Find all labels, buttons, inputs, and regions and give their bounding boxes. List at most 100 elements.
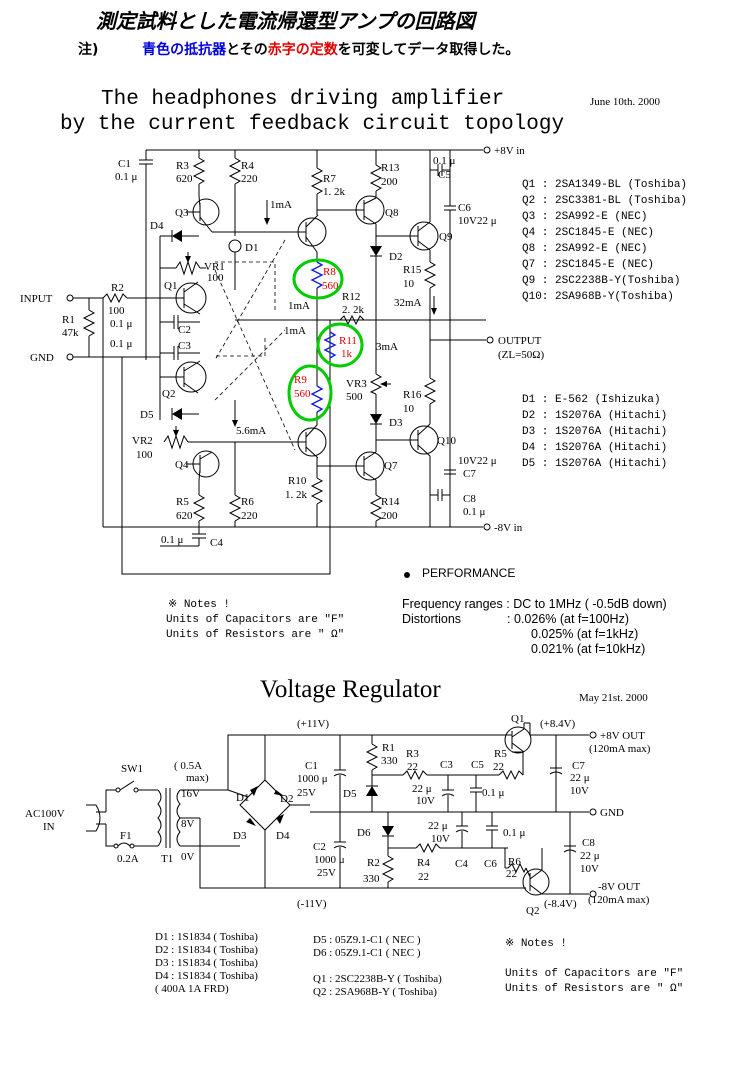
rail-pos-label: +8V in [494, 145, 525, 157]
lbl-d5: D5 [140, 409, 154, 421]
note-text-2: とその [226, 42, 268, 58]
transistor-list-item-7: Q10: 2SA968B-Y(Toshiba) [522, 291, 674, 303]
gnd-terminal[interactable] [66, 353, 74, 361]
lbl-tap16: 16V [181, 788, 200, 800]
lbl-r16v: 10 [403, 403, 415, 415]
lbl-i1: 1mA [270, 199, 292, 211]
lbl-reg-c2v1: 1000 μ [314, 854, 345, 866]
lbl-r5: R5 [176, 496, 189, 508]
amp-notes-res: Units of Resistors are " Ω" [166, 629, 345, 641]
input-terminal[interactable] [66, 294, 74, 302]
reg-schematic [86, 722, 597, 898]
output-terminal[interactable] [486, 336, 494, 344]
amp-c8 [430, 489, 450, 501]
amp-q9 [376, 150, 439, 251]
lbl-c2v: 0.1 μ [110, 318, 133, 330]
lbl-c4v: 0.1 μ [161, 534, 184, 546]
lbl-reg-c4: C4 [455, 858, 468, 870]
lbl-reg-r4: R4 [417, 857, 430, 869]
lbl-c1: C1 [118, 158, 131, 170]
output-z-label: (ZL=50Ω) [498, 349, 544, 361]
amp-r12 [339, 314, 365, 326]
amp-current-paths [214, 239, 296, 451]
lbl-c1v: 0.1 μ [115, 171, 138, 183]
lbl-q2: Q2 [162, 388, 175, 400]
lbl-minus11: (-11V) [297, 898, 327, 910]
lbl-c7: C7 [463, 468, 476, 480]
amp-r1 [82, 298, 96, 357]
lbl-reg-r2v: 330 [363, 873, 380, 885]
reg-parts-left-item-2: D3 : 1S1834 ( Toshiba) [155, 957, 258, 969]
lbl-r4: R4 [241, 160, 254, 172]
lbl-reg-r6: R6 [508, 856, 521, 868]
amp-c3 [160, 346, 200, 360]
lbl-reg-d6: D6 [357, 827, 371, 839]
lbl-c8v: 0.1 μ [463, 506, 486, 518]
r11-highlight [316, 322, 364, 368]
amp-q8 [355, 195, 385, 225]
reg-parts-left-item-3: D4 : 1S1834 ( Toshiba) [155, 970, 258, 982]
amp-vr3 [369, 373, 391, 395]
lbl-r2v: 100 [108, 305, 125, 317]
amp-r15 [423, 250, 437, 378]
gnd-label: GND [30, 352, 54, 364]
lbl-r6: R6 [241, 496, 254, 508]
lbl-c7v: 10V22 μ [458, 455, 497, 467]
transistor-list-item-5: Q7 : 2SC1845-E (NEC) [522, 259, 655, 271]
lbl-tap0: 0V [181, 851, 195, 863]
lbl-r13: R13 [381, 162, 400, 174]
reg-q1: Q1 : 2SC2238B-Y ( Toshiba) [313, 973, 442, 985]
lbl-reg-r5: R5 [494, 748, 507, 760]
reg-notes-cap: Units of Capacitors are "F" [505, 968, 684, 980]
lbl-reg-c7: C7 [572, 760, 585, 772]
amp-c1 [139, 150, 153, 360]
lbl-f1: F1 [120, 830, 132, 842]
reg-notes-res: Units of Resistors are " Ω" [505, 983, 684, 995]
lbl-r10: R10 [288, 475, 307, 487]
r9-highlight [287, 364, 333, 422]
sw1-icon[interactable] [119, 780, 135, 791]
dist-1khz: 0.025% (at f=1kHz) [531, 627, 639, 641]
diode-list-item-3: D4 : 1S2076A (Hitachi) [522, 442, 668, 454]
lbl-t1: T1 [161, 853, 173, 865]
reg-date: May 21st. 2000 [579, 692, 648, 704]
lbl-r5v: 620 [176, 510, 193, 522]
lbl-r12: R12 [342, 291, 360, 303]
amp-r6 [228, 442, 242, 527]
lbl-reg-c4v2: 10V [431, 833, 450, 845]
lbl-i4: 5.6mA [236, 425, 266, 437]
lbl-reg-r6v: 22 [506, 868, 517, 880]
lbl-reg-q1: Q1 [511, 713, 524, 725]
lbl-c4: C4 [210, 537, 223, 549]
lbl-r9v: 560 [294, 388, 311, 400]
rail-neg-label: -8V in [494, 522, 523, 534]
amp-q7 [355, 451, 385, 481]
amp-rail-pos [146, 146, 491, 154]
amp-r2 [102, 292, 160, 304]
performance-bullet [404, 572, 410, 578]
amp-q4 [186, 450, 220, 481]
lbl-reg-c5: C5 [471, 759, 484, 771]
amp-c2 [160, 315, 200, 329]
lbl-reg-q2: Q2 [526, 905, 539, 917]
lbl-reg-c3v2: 10V [416, 795, 435, 807]
lbl-c5: C5 [438, 169, 451, 181]
diode-list-item-1: D2 : 1S2076A (Hitachi) [522, 410, 668, 422]
note-prefix: 注) [78, 42, 99, 58]
freq-label: Frequency ranges : [402, 597, 510, 611]
lbl-c5v: 0.1 μ [433, 155, 456, 167]
amp-rail-neg [103, 523, 491, 531]
note-line-jp: 注) 青色の抵抗器とその赤字の定数を可変してデータ取得した。 [78, 39, 519, 59]
lbl-c2: C2 [178, 324, 191, 336]
lbl-d3: D3 [389, 417, 403, 429]
amp-transistor-list: Q1 : 2SA1349-BL (Toshiba)Q2 : 2SC3381-BL… [522, 177, 687, 305]
amp-r16 [423, 377, 437, 424]
lbl-c8: C8 [463, 493, 476, 505]
transistor-list-item-4: Q8 : 2SA992-E (NEC) [522, 243, 648, 255]
lbl-reg-c8: C8 [582, 837, 595, 849]
reg-d5: D5 : 05Z9.1-C1 ( NEC ) [313, 934, 421, 946]
lbl-tap8: 8V [181, 818, 195, 830]
lbl-r10v: 1. 2k [285, 489, 308, 501]
lbl-q3: Q3 [175, 207, 189, 219]
lbl-reg-c3v1: 22 μ [412, 783, 432, 795]
